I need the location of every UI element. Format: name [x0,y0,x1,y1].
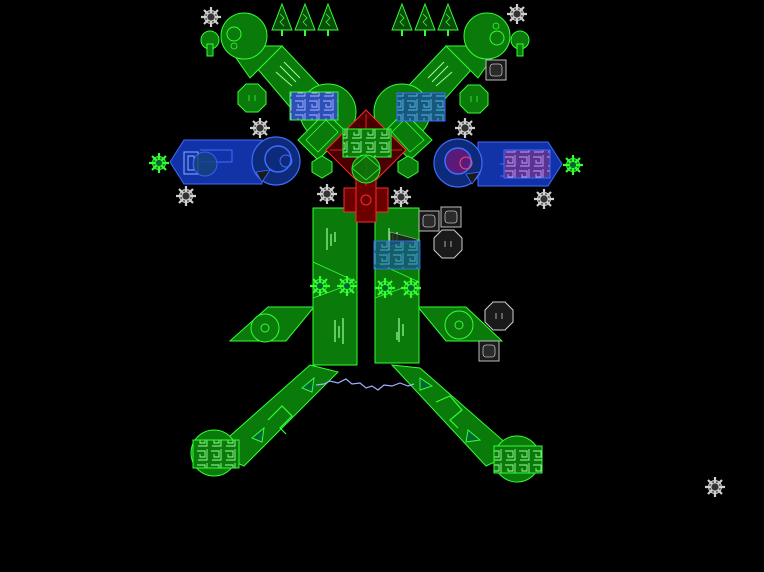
circuit-panel-icon [503,149,551,179]
right-upper-arm [373,45,493,161]
energy-beam [315,378,415,391]
turret-icon [397,155,419,179]
left-head [200,12,268,60]
left-shield-pod [169,136,301,186]
circuit-panel-icon [373,240,421,270]
right-head [463,12,530,60]
turret-icon [311,155,333,179]
circuit-panel-icon [396,92,446,122]
circuit-panel-icon [493,445,543,474]
right-leg [390,364,543,483]
left-tree-row [271,3,339,37]
left-leg [190,364,339,477]
circuit-panel-icon [192,439,240,469]
circuit-panel-icon [342,128,392,158]
shoulder-turrets [237,83,489,179]
circuit-panel-icon [289,91,339,121]
red-core [325,109,407,223]
left-wing [228,306,316,343]
right-tree-row [391,3,459,37]
right-shield-pod [433,138,563,188]
right-wing [416,306,504,342]
